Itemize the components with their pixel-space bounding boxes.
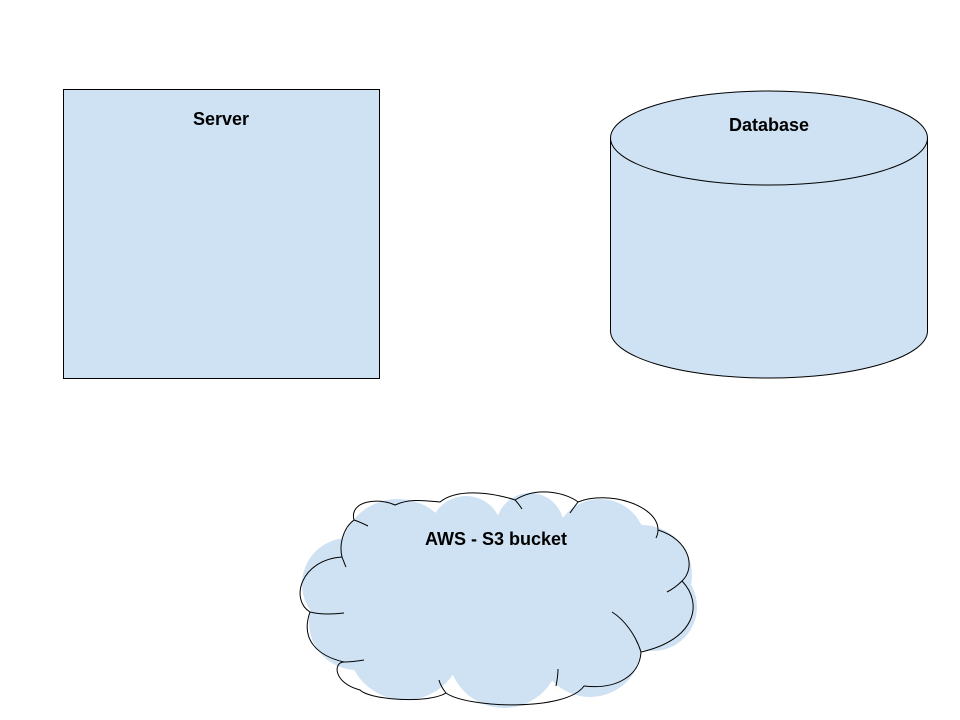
server-node[interactable]: Server <box>63 89 380 379</box>
database-cylinder-body <box>610 138 928 379</box>
server-label: Server <box>193 109 249 129</box>
s3-bucket-label: AWS - S3 bucket <box>425 529 567 549</box>
server-rectangle <box>63 89 380 379</box>
cloud-shape <box>299 491 697 708</box>
s3-bucket-node[interactable]: AWS - S3 bucket <box>299 491 697 708</box>
database-node[interactable]: Database <box>610 90 928 379</box>
database-cylinder-top <box>610 90 928 186</box>
database-label: Database <box>729 115 809 135</box>
